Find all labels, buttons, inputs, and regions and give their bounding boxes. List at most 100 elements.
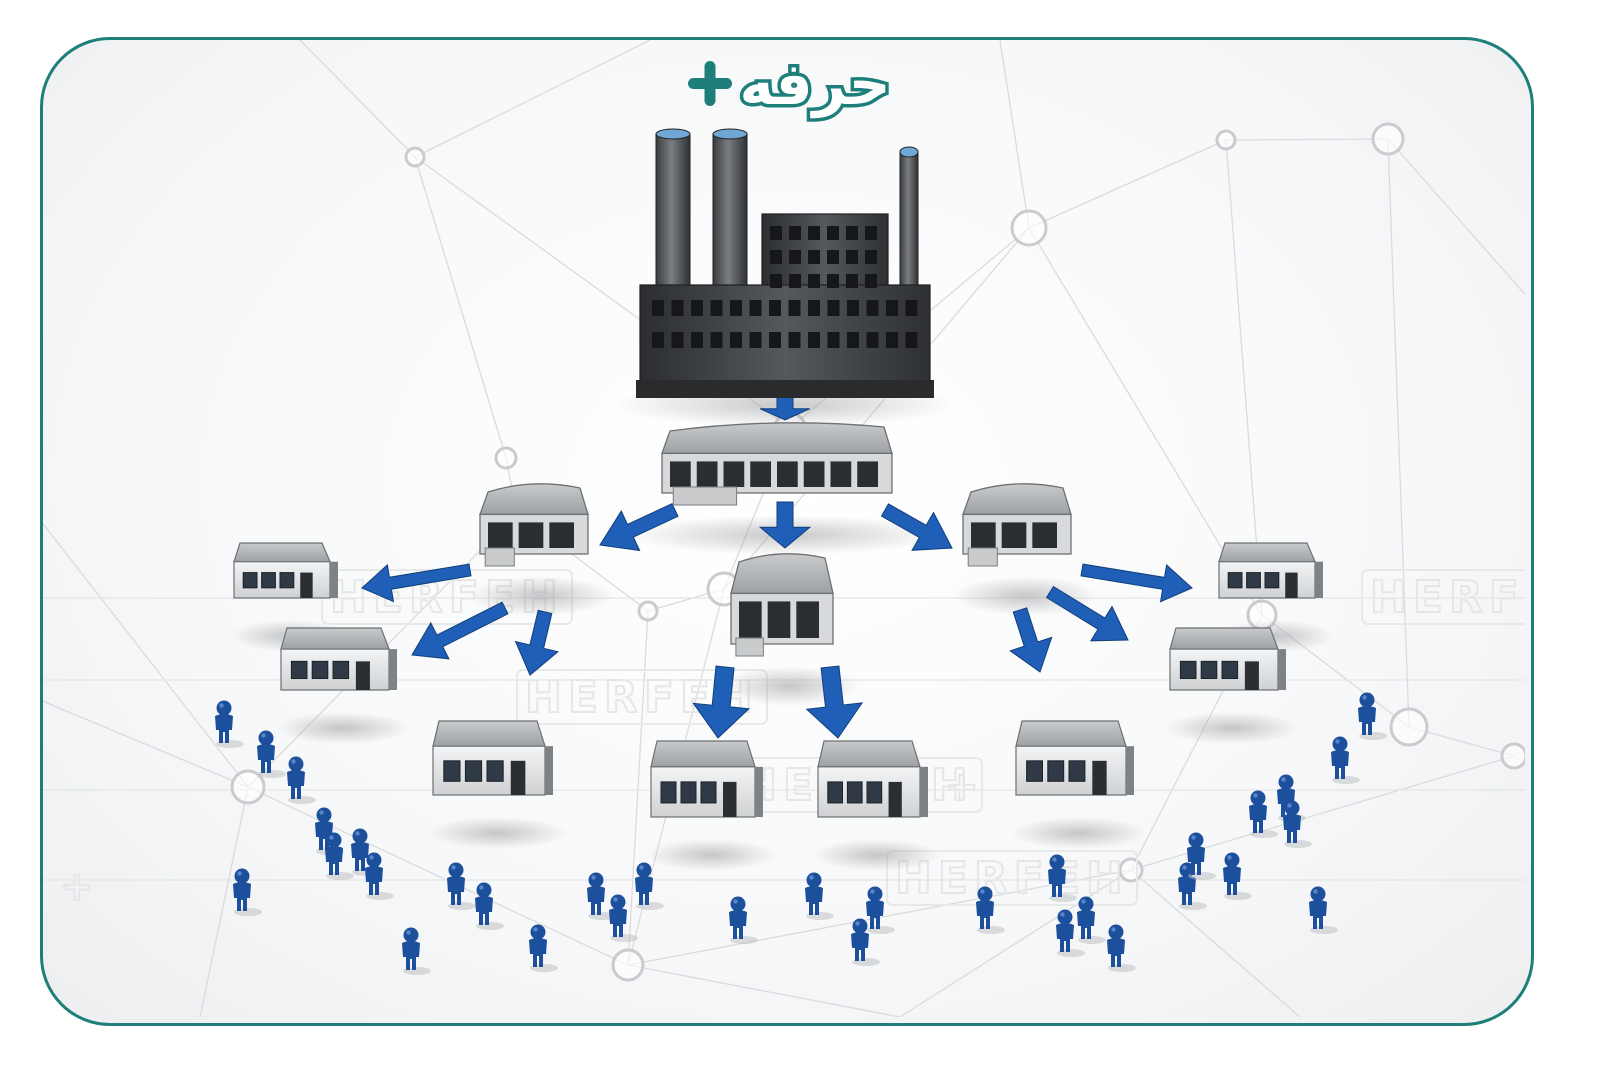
customer-person — [635, 862, 664, 910]
flow-arrow — [361, 563, 472, 603]
door — [723, 781, 737, 817]
building-roof — [1218, 542, 1316, 563]
window — [261, 572, 276, 589]
truck — [967, 547, 998, 567]
window — [680, 781, 697, 804]
network-link — [1387, 138, 1525, 301]
window — [1246, 572, 1261, 589]
network-link — [1225, 139, 1263, 616]
customer-person — [1178, 862, 1207, 910]
network-link — [43, 519, 249, 788]
factory-window — [905, 300, 918, 316]
factory-window — [770, 274, 782, 288]
customer-person — [1223, 852, 1252, 900]
window — [1264, 572, 1280, 589]
customer-person — [1107, 924, 1136, 972]
building-roof — [479, 483, 589, 516]
building-side — [545, 746, 553, 795]
network-link — [627, 610, 649, 966]
factory-window — [827, 250, 839, 264]
flow-arrow — [411, 601, 509, 660]
watermark-plus: + — [945, 764, 979, 810]
customer-person — [851, 918, 880, 966]
truck — [484, 547, 515, 567]
window — [866, 781, 883, 804]
loading-dock — [750, 461, 771, 487]
factory-window — [847, 300, 859, 316]
window — [700, 781, 717, 804]
factory-window — [652, 300, 664, 316]
window — [660, 781, 677, 804]
factory-window — [808, 226, 820, 240]
network-link — [414, 40, 651, 158]
window — [827, 781, 843, 804]
customer-person — [729, 896, 758, 944]
network-node — [1215, 129, 1237, 151]
customer-person — [587, 872, 616, 920]
factory-window — [808, 250, 820, 264]
flow-arrow — [1045, 585, 1129, 642]
factory-window — [846, 226, 858, 240]
network-node — [494, 446, 518, 470]
building-side — [330, 561, 338, 598]
factory-window — [886, 332, 898, 348]
customer-person — [287, 756, 316, 804]
door — [1092, 760, 1107, 795]
building-roof — [962, 483, 1072, 516]
network-link — [414, 156, 507, 459]
loading-dock — [1001, 522, 1027, 548]
factory-window — [865, 274, 877, 288]
window — [279, 572, 295, 589]
factory-window — [749, 300, 762, 316]
customer-person — [365, 852, 394, 900]
network-node — [1371, 122, 1405, 156]
building-side — [1126, 746, 1134, 795]
building-shadow — [1010, 817, 1148, 849]
factory-window — [691, 300, 703, 316]
customer-person — [609, 894, 638, 942]
building-roof — [661, 422, 893, 455]
window — [290, 660, 308, 680]
store-building — [233, 542, 338, 599]
network-node — [1500, 742, 1525, 770]
factory-window — [789, 226, 801, 240]
factory-window — [788, 332, 801, 348]
network-link — [247, 786, 629, 966]
flow-arrow — [599, 503, 679, 552]
loading-dock — [723, 461, 745, 487]
customer-person — [351, 828, 380, 876]
network-link — [899, 869, 1132, 1017]
network-node — [1010, 209, 1048, 247]
loading-dock — [777, 461, 798, 487]
building-shadow — [1164, 712, 1300, 744]
factory-window — [827, 226, 839, 240]
customer-person — [402, 927, 431, 975]
network-link — [999, 40, 1030, 229]
factory-window — [886, 300, 898, 316]
factory-window — [749, 332, 762, 348]
factory-window — [827, 274, 839, 288]
loading-dock — [1032, 522, 1057, 548]
customer-person — [1048, 854, 1077, 902]
network-node — [1389, 707, 1429, 747]
loading-dock — [696, 461, 718, 487]
customer-person — [1249, 790, 1278, 838]
truck — [735, 637, 764, 657]
customer-person — [257, 730, 286, 778]
building-side — [1315, 561, 1323, 598]
customer-person — [805, 872, 834, 920]
store-building — [817, 740, 928, 818]
logo-text: حرفه — [739, 50, 890, 119]
factory-window — [905, 332, 918, 348]
watermark-text: HERFEH — [1370, 572, 1603, 623]
factory-window — [827, 332, 840, 348]
building-roof — [730, 553, 834, 595]
truck — [672, 486, 738, 506]
factory-window — [710, 332, 723, 348]
smokestack-top — [712, 128, 748, 140]
network-node — [230, 769, 266, 805]
watermark-plus: + — [60, 864, 94, 910]
arrow-layer — [361, 394, 1193, 739]
building-shadow — [646, 839, 776, 871]
window — [1047, 760, 1065, 782]
